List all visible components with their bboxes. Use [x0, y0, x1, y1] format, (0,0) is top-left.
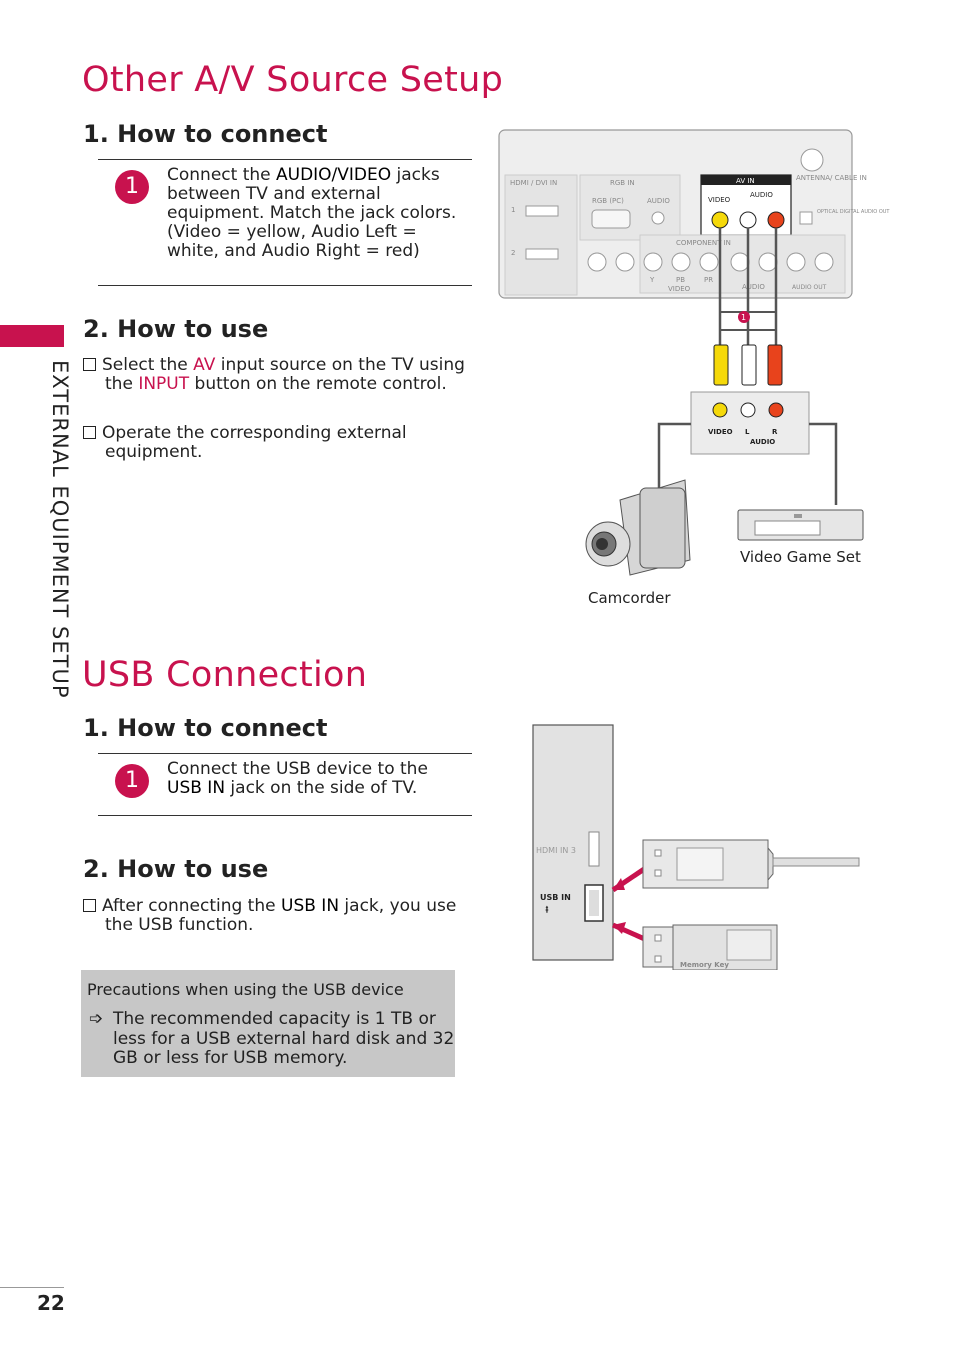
av-connect-heading: 1. How to connect: [83, 120, 328, 148]
rgb-block: [579, 174, 681, 241]
component-jack-1: [587, 252, 607, 272]
tv-side-panel: [532, 724, 614, 961]
usb-use-heading: 2. How to use: [83, 855, 269, 883]
pr-label: PR: [704, 276, 713, 284]
component-audio-label: AUDIO: [742, 283, 765, 291]
audio-out-l: [786, 252, 806, 272]
device-audio-r-jack-icon: [768, 402, 784, 418]
cable-to-game-set: [809, 422, 838, 505]
hdmi-port-2-icon: [525, 248, 559, 260]
arrow-right-icon: ➩: [89, 1009, 104, 1029]
av-step-number: 1: [115, 170, 149, 204]
pb-label: PB: [676, 276, 685, 284]
device-audio-l-jack-icon: [740, 402, 756, 418]
component-audio-r: [758, 252, 778, 272]
hdmi-in3-label: HDMI IN 3: [536, 846, 576, 855]
video-label: VIDEO: [668, 285, 691, 293]
plug-audio-r-icon: [767, 344, 783, 386]
side-tab-bar: [0, 325, 64, 347]
component-in-label: COMPONENT IN: [676, 239, 731, 247]
memory-key-label: Memory Key: [680, 961, 729, 969]
usb-step-number: 1: [115, 764, 149, 798]
antenna-label: ANTENNA/ CABLE IN: [796, 174, 867, 182]
component-audio-l: [730, 252, 750, 272]
vga-port-icon: [591, 209, 631, 229]
component-jack-y: [643, 252, 663, 272]
usb-connect-text: Connect the USB device to the USB IN jac…: [167, 759, 428, 798]
rgb-audio-jack-icon: [651, 211, 665, 225]
device-video-label: VIDEO: [708, 428, 733, 436]
audio-out-r: [814, 252, 834, 272]
av-use-item-1: Select the AV input source on the TV usi…: [83, 356, 480, 394]
usb-connection-diagram: HDMI IN 3 USB IN ⭻ Memory Key: [532, 724, 860, 970]
component-jack-pr: [699, 252, 719, 272]
optical-label: OPTICAL DIGITAL AUDIO OUT: [817, 209, 890, 215]
av-video-jack-icon: [711, 211, 729, 229]
page-number-rule: [0, 1287, 64, 1288]
rgb-in-label: RGB IN: [610, 179, 635, 187]
video-game-set-icon: [737, 509, 864, 541]
precaution-box: Precautions when using the USB device ➩T…: [81, 970, 455, 1077]
step-marker-label: 1: [741, 313, 746, 322]
camcorder-label: Camcorder: [588, 589, 671, 607]
device-video-jack-icon: [712, 402, 728, 418]
av-connect-text: Connect the AUDIO/VIDEO jacks between TV…: [167, 165, 457, 261]
usb-connect-heading: 1. How to connect: [83, 714, 328, 742]
memory-key-icon: Memory Key: [642, 924, 778, 970]
usb-cable-plug-icon: [642, 839, 860, 889]
hdmi-port-1-icon: [525, 205, 559, 217]
av-in-audio-label: AUDIO: [750, 191, 773, 199]
audio-out-label: AUDIO OUT: [792, 284, 827, 291]
page-number: 22: [37, 1291, 65, 1315]
precaution-text: ➩The recommended capacity is 1 TB or les…: [89, 1009, 455, 1068]
av-audio-l-jack-icon: [739, 211, 757, 229]
usb-use-item-1: After connecting the USB IN jack, you us…: [83, 897, 480, 935]
av-connect-rule-bottom: [98, 285, 472, 286]
rgb-audio-label: AUDIO: [647, 197, 670, 205]
device-r-label: R: [772, 428, 778, 436]
av-in-label: AV IN: [736, 177, 755, 185]
video-game-set-label: Video Game Set: [740, 548, 861, 566]
component-jack-2: [615, 252, 635, 272]
av-use-heading: 2. How to use: [83, 315, 269, 343]
optical-port-icon: [799, 211, 813, 225]
step-marker-icon: [738, 311, 750, 323]
cable-to-camcorder: [657, 422, 691, 490]
av-use-item-2: Operate the corresponding external equip…: [83, 424, 480, 462]
port-1-label: 1: [511, 206, 515, 214]
device-audio-label: AUDIO: [750, 438, 775, 446]
side-tab-label: EXTERNAL EQUIPMENT SETUP: [48, 360, 72, 699]
rgb-pc-label: RGB (PC): [592, 197, 624, 205]
plug-video-icon: [713, 344, 729, 386]
checkbox-icon: [83, 899, 96, 912]
av-section-title: Other A/V Source Setup: [82, 60, 504, 100]
usb-symbol-icon: ⭻: [545, 903, 549, 916]
av-audio-r-jack-icon: [767, 211, 785, 229]
precaution-title: Precautions when using the USB device: [87, 980, 404, 999]
av-connection-diagram: HDMI / DVI IN 1 2 RGB IN RGB (PC) AUDIO …: [498, 129, 890, 607]
port-2-label: 2: [511, 249, 515, 257]
camcorder-icon: [585, 479, 691, 576]
usb-connect-rule-top: [98, 753, 472, 754]
usb-section-title: USB Connection: [82, 655, 368, 695]
plug-audio-l-icon: [741, 344, 757, 386]
hdmi-side-port-icon: [588, 831, 600, 867]
y-label: Y: [649, 276, 655, 284]
checkbox-icon: [83, 426, 96, 439]
usb-connect-rule-bottom: [98, 815, 472, 816]
device-l-label: L: [745, 428, 750, 436]
av-in-video-label: VIDEO: [708, 196, 731, 204]
usb-in-label: USB IN: [540, 893, 571, 902]
component-jack-pb: [671, 252, 691, 272]
hdmi-block: [504, 174, 578, 296]
checkbox-icon: [83, 358, 96, 371]
av-connect-rule-top: [98, 159, 472, 160]
av-in-header: [701, 175, 791, 185]
hdmi-label: HDMI / DVI IN: [510, 179, 557, 187]
antenna-jack-icon: [800, 148, 824, 172]
